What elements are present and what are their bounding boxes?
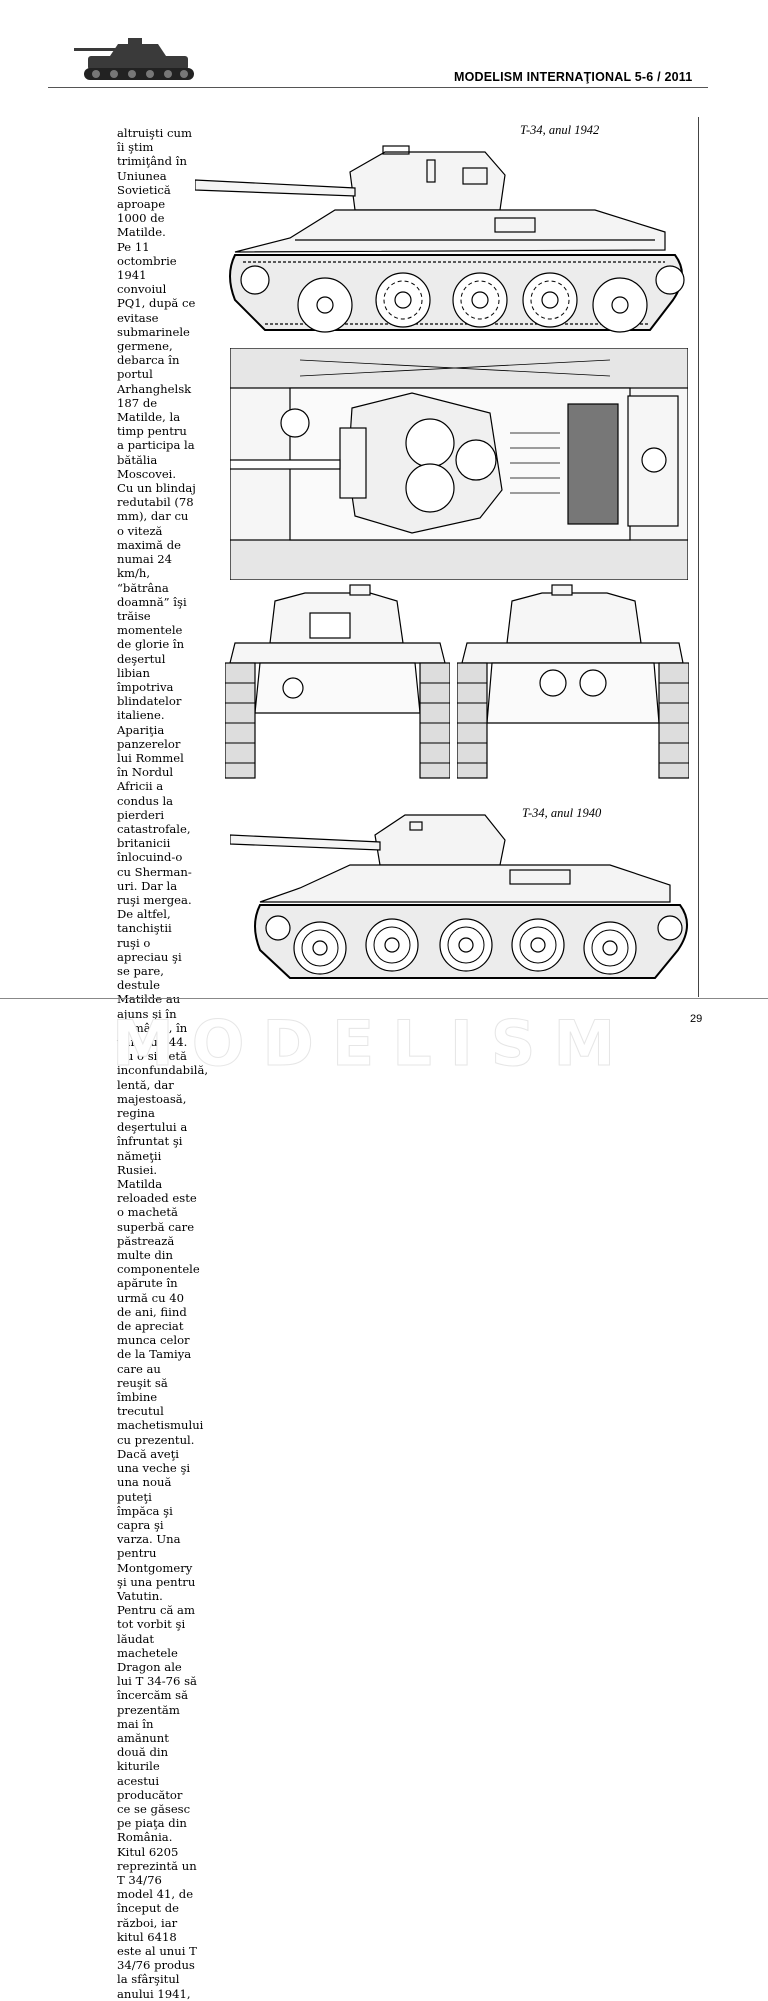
- t34-rear-view: [457, 584, 689, 779]
- column-divider: [698, 117, 699, 997]
- t34-top-view: [230, 348, 688, 580]
- paragraph: Pentru că am tot vorbit şi lăudat machet…: [117, 1603, 197, 2001]
- footer-divider: [0, 998, 768, 999]
- paragraph: altruişti cum îi ştim trimiţând în Uniun…: [117, 126, 192, 240]
- caption-t34-1942: T-34, anul 1942: [520, 123, 600, 137]
- watermark: MODELISM: [111, 1007, 634, 1081]
- t34-1942-side-view: [195, 145, 685, 333]
- header-divider: [48, 87, 708, 88]
- paragraph: Pe 11 octombrie 1941 convoiul PQ1, după …: [117, 239, 196, 481]
- t34-1940-side-view: [230, 814, 688, 979]
- t34-front-view: [225, 584, 450, 779]
- tank-silhouette-icon: [74, 38, 194, 80]
- caption-t34-1940: T-34, anul 1940: [522, 806, 602, 820]
- magazine-title: MODELISM INTERNAŢIONAL 5-6 / 2011: [454, 70, 693, 84]
- paragraph: Dacă aveţi una veche şi una nouă puteţi …: [117, 1446, 196, 1603]
- page-number: 29: [690, 1013, 703, 1025]
- paragraph: Cu un blindaj redutabil (78 mm), dar cu …: [117, 481, 209, 1447]
